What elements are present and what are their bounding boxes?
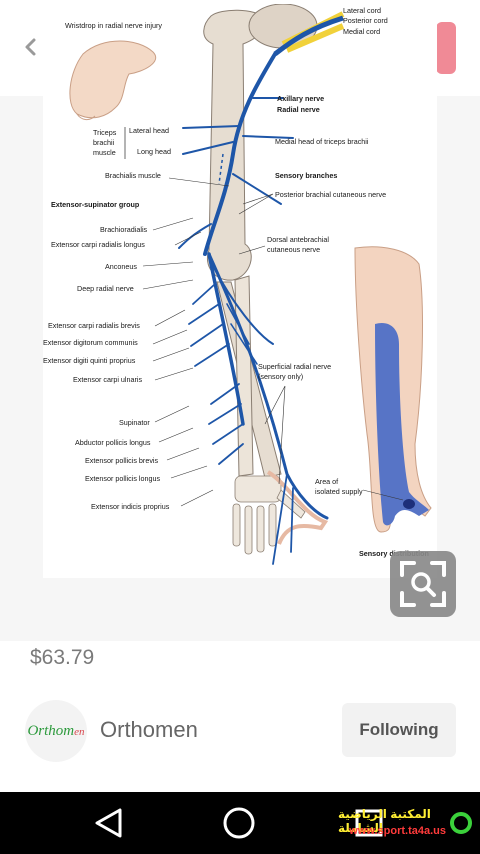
label-epb: Extensor pollicis brevis <box>85 456 159 465</box>
label-deep-radial: Deep radial nerve <box>77 284 134 293</box>
label-superficial-radial-2: (sensory only) <box>258 372 303 381</box>
radial-nerve-paths <box>178 52 329 565</box>
label-wristdrop: Wristdrop in radial nerve injury <box>65 21 162 30</box>
image-search-icon <box>400 561 446 607</box>
circle-home-icon <box>223 807 255 839</box>
label-triceps: Triceps <box>93 128 117 137</box>
label-edqp: Extensor digiti quinti proprius <box>43 356 136 365</box>
seller-avatar[interactable]: Orthomen <box>25 700 87 762</box>
nav-back-button[interactable] <box>92 806 126 845</box>
hand-bones <box>232 475 306 555</box>
watermark-url: www.sport.ta4a.us <box>349 825 446 837</box>
label-axillary-nerve: Axillary nerve <box>277 94 324 103</box>
posterior-cord-nerve <box>273 15 344 56</box>
label-superficial-radial-1: Superficial radial nerve <box>258 362 331 371</box>
label-dorsal-antebrachial-2: cutaneous nerve <box>267 245 320 254</box>
label-anconeus: Anconeus <box>105 262 137 271</box>
label-radial-nerve: Radial nerve <box>277 105 320 114</box>
nav-home-button[interactable] <box>222 806 256 845</box>
label-brachii: brachii <box>93 138 115 147</box>
label-ecrb: Extensor carpi radialis brevis <box>48 321 140 330</box>
following-button[interactable]: Following <box>342 703 456 757</box>
label-ecrl: Extensor carpi radialis longus <box>51 240 145 249</box>
header-action-button[interactable] <box>436 22 456 74</box>
square-recents-icon <box>355 809 383 837</box>
zoom-button[interactable] <box>390 551 456 617</box>
label-eip: Extensor indicis proprius <box>91 502 170 511</box>
back-button[interactable] <box>18 34 44 60</box>
seller-row[interactable]: Orthomen Orthomen Following <box>0 692 480 768</box>
triangle-back-icon <box>95 808 122 838</box>
label-muscle: muscle <box>93 148 116 157</box>
sensory-area-shading <box>375 322 429 526</box>
label-lateral-cord: Lateral cord <box>343 6 381 15</box>
watermark-logo-icon <box>450 812 472 834</box>
avatar-logo: Orthomen <box>27 722 85 739</box>
chevron-left-icon <box>25 38 36 56</box>
label-ecu: Extensor carpi ulnaris <box>73 375 143 384</box>
seller-name[interactable]: Orthomen <box>100 717 198 742</box>
radial-nerve-illustration: Wristdrop in radial nerve injury Lateral… <box>43 4 432 565</box>
label-medial-cord: Medial cord <box>343 27 380 36</box>
watermark: المكتبة الرياضية الشاملة www.sport.ta4a.… <box>338 806 472 842</box>
product-price: $63.79 <box>30 646 95 669</box>
label-area-isolated-1: Area of <box>315 477 338 486</box>
label-supinator: Supinator <box>119 418 150 427</box>
label-extensor-supinator: Extensor-supinator group <box>51 200 140 209</box>
label-medial-head: Medial head of triceps brachii <box>275 137 369 146</box>
wristdrop-hand-drawing <box>69 40 156 119</box>
label-epl: Extensor pollicis longus <box>85 474 161 483</box>
label-posterior-brachial: Posterior brachial cutaneous nerve <box>275 190 386 199</box>
label-lateral-head: Lateral head <box>129 126 169 135</box>
label-brachioradialis: Brachioradialis <box>100 225 148 234</box>
label-apl: Abductor pollicis longus <box>75 438 151 447</box>
watermark-arabic: المكتبة الرياضية الشاملة <box>338 807 431 835</box>
label-long-head: Long head <box>137 147 171 156</box>
label-dorsal-antebrachial-1: Dorsal antebrachial <box>267 235 329 244</box>
nav-recents-button[interactable] <box>354 808 384 843</box>
label-sensory-branches: Sensory branches <box>275 171 337 180</box>
label-posterior-cord: Posterior cord <box>343 16 388 25</box>
label-area-isolated-2: isolated supply <box>315 487 363 496</box>
label-brachialis: Brachialis muscle <box>105 171 161 180</box>
product-image[interactable]: Wristdrop in radial nerve injury Lateral… <box>43 4 437 578</box>
android-nav-bar: المكتبة الرياضية الشاملة www.sport.ta4a.… <box>0 792 480 854</box>
label-edc: Extensor digitorum communis <box>43 338 138 347</box>
